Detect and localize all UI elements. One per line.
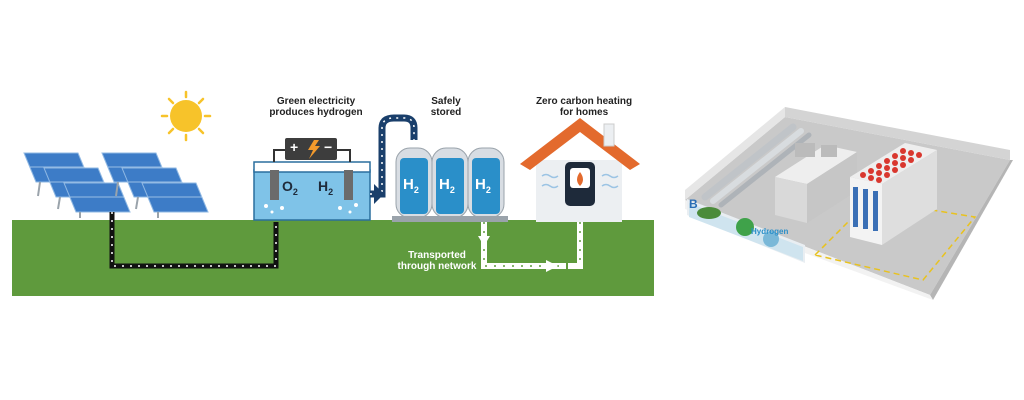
tank-3-label: H2 xyxy=(475,176,491,195)
diagram-canvas xyxy=(12,90,654,296)
facility-render-canvas xyxy=(685,107,1013,300)
electrolyser-cabinet xyxy=(775,143,857,223)
facility-back-wall xyxy=(785,107,1010,160)
hydrogen-storage-rack xyxy=(850,143,937,245)
electrolyser-hydrogen-label: H2 xyxy=(318,178,334,197)
label-heating-line1: Zero carbon heating xyxy=(535,96,633,107)
label-heating: Zero carbon heating for homes xyxy=(528,96,640,118)
label-electrolysis: Green electricity produces hydrogen xyxy=(264,96,368,118)
label-storage: Safely stored xyxy=(416,96,476,118)
sun-icon xyxy=(160,90,212,142)
label-storage-line1: Safely xyxy=(431,96,461,107)
solar-panel-array xyxy=(23,152,209,218)
label-electrolysis-line2: produces hydrogen xyxy=(269,107,363,118)
house-icon xyxy=(520,118,640,222)
hydrogen-flow-arrow xyxy=(370,114,418,198)
label-network-line2: through network xyxy=(397,261,477,272)
battery-plus-sign: + xyxy=(290,139,299,155)
hydrogen-facility-render: B Hydrogen xyxy=(675,105,1020,300)
hydrogen-process-diagram: Green electricity produces hydrogen Safe… xyxy=(12,90,654,296)
pipes xyxy=(701,123,812,208)
electrolyser-oxygen-label: O2 xyxy=(282,178,298,197)
tank-1-label: H2 xyxy=(403,176,419,195)
label-network: Transported through network xyxy=(392,250,482,272)
battery-minus-sign: − xyxy=(324,139,333,155)
label-storage-line2: stored xyxy=(430,107,462,118)
grass-ground xyxy=(12,220,654,296)
label-network-line1: Transported xyxy=(408,250,466,261)
battery-icon xyxy=(285,138,337,160)
wall-logo: B xyxy=(689,197,698,211)
tank-2-label: H2 xyxy=(439,176,455,195)
label-electrolysis-line1: Green electricity xyxy=(276,96,356,107)
label-heating-line2: for homes xyxy=(559,107,609,118)
electrolyser-tank xyxy=(253,149,371,221)
storage-tanks xyxy=(392,147,508,222)
wall-text: Hydrogen xyxy=(751,227,789,236)
wall-banner xyxy=(689,203,803,261)
